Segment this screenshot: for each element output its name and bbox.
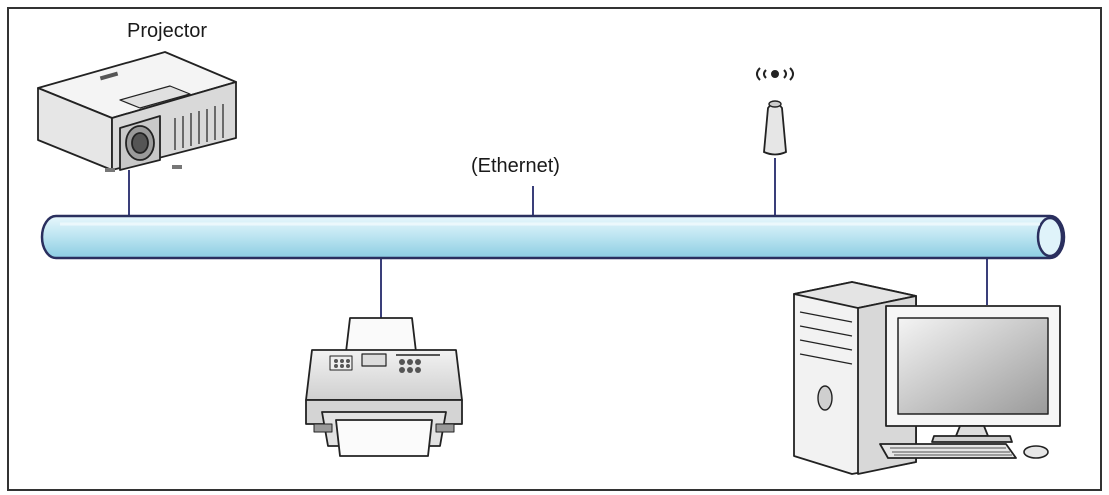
computer-icon bbox=[793, 281, 1061, 475]
printer-icon bbox=[305, 317, 463, 457]
cable-end bbox=[1036, 216, 1064, 258]
ethernet-label: (Ethernet) bbox=[471, 155, 560, 177]
projector-label: Projector bbox=[127, 20, 208, 42]
projector-icon bbox=[37, 51, 237, 172]
ethernet-cable bbox=[40, 214, 1066, 260]
antenna-icon bbox=[756, 67, 794, 156]
connector-lines bbox=[128, 158, 988, 318]
